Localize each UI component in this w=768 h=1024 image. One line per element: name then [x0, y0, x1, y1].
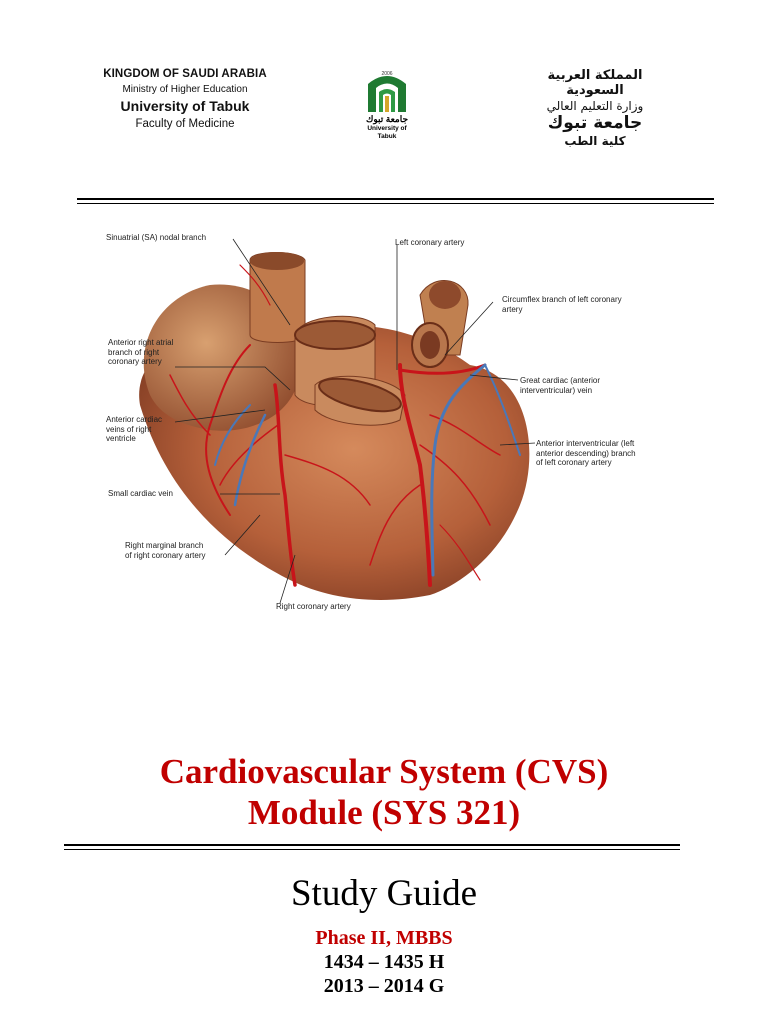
- title-rule: [64, 844, 680, 846]
- logo-english-name: University of Tabuk: [367, 125, 407, 140]
- gregorian-year: 2013 – 2014 G: [323, 975, 445, 997]
- faculty-name-arabic: كلية الطب: [564, 134, 626, 148]
- ministry-name: Ministry of Higher Education: [122, 84, 248, 95]
- label-great-cardiac-vein: Great cardiac (anterior interventricular…: [520, 376, 601, 395]
- label-circumflex-branch: Circumflex branch of left coronary arter…: [502, 295, 622, 314]
- header-arabic-block: المملكة العربية السعودية وزارة التعليم ا…: [520, 68, 670, 148]
- faculty-name: Faculty of Medicine: [135, 118, 235, 130]
- label-right-marginal-branch: Right marginal branch of right coronary …: [125, 541, 206, 560]
- label-anterior-interventricular-branch: Anterior interventricular (left anterior…: [536, 439, 636, 467]
- module-title-line1: Cardiovascular System (CVS): [159, 752, 609, 791]
- study-guide-heading: Study Guide: [290, 873, 478, 914]
- label-sa-nodal-branch: Sinuatrial (SA) nodal branch: [106, 233, 207, 242]
- title-rule-thin: [64, 849, 680, 850]
- module-title-line2: Module (SYS 321): [247, 793, 521, 832]
- kingdom-name: KINGDOM OF SAUDI ARABIA: [103, 68, 267, 80]
- cardiac-veins: [214, 363, 521, 577]
- label-leader-lines: [174, 238, 536, 604]
- heart-illustration: Sinuatrial (SA) nodal branch Left corona…: [100, 225, 660, 615]
- ministry-name-arabic: وزارة التعليم العالي: [546, 99, 644, 113]
- coronary-arteries: [169, 264, 501, 587]
- logo-arabic-name: جامعة تبوك: [365, 114, 409, 124]
- logo-year: 2006: [381, 71, 392, 77]
- label-small-cardiac-vein: Small cardiac vein: [108, 489, 173, 498]
- university-name: University of Tabuk: [120, 98, 250, 114]
- header-rule-thin: [77, 203, 714, 204]
- header-english-block: KINGDOM OF SAUDI ARABIA Ministry of High…: [100, 68, 270, 130]
- label-anterior-cardiac-veins: Anterior cardiac veins of right ventricl…: [106, 415, 163, 443]
- header-rule: [77, 198, 714, 200]
- label-right-coronary-artery: Right coronary artery: [276, 602, 351, 611]
- label-left-coronary-artery: Left coronary artery: [395, 238, 465, 247]
- university-name-arabic: جامعة تبوك: [547, 113, 643, 133]
- label-anterior-right-atrial-branch: Anterior right atrial branch of right co…: [108, 338, 174, 366]
- hijri-year: 1434 – 1435 H: [323, 951, 445, 973]
- phase-label: Phase II, MBBS: [315, 927, 453, 949]
- kingdom-name-arabic: المملكة العربية السعودية: [547, 68, 643, 98]
- heart-drawing: [139, 252, 530, 600]
- university-emblem-icon: 2006: [368, 71, 406, 112]
- university-logo: 2006 جامعة تبوك University of Tabuk: [360, 66, 414, 141]
